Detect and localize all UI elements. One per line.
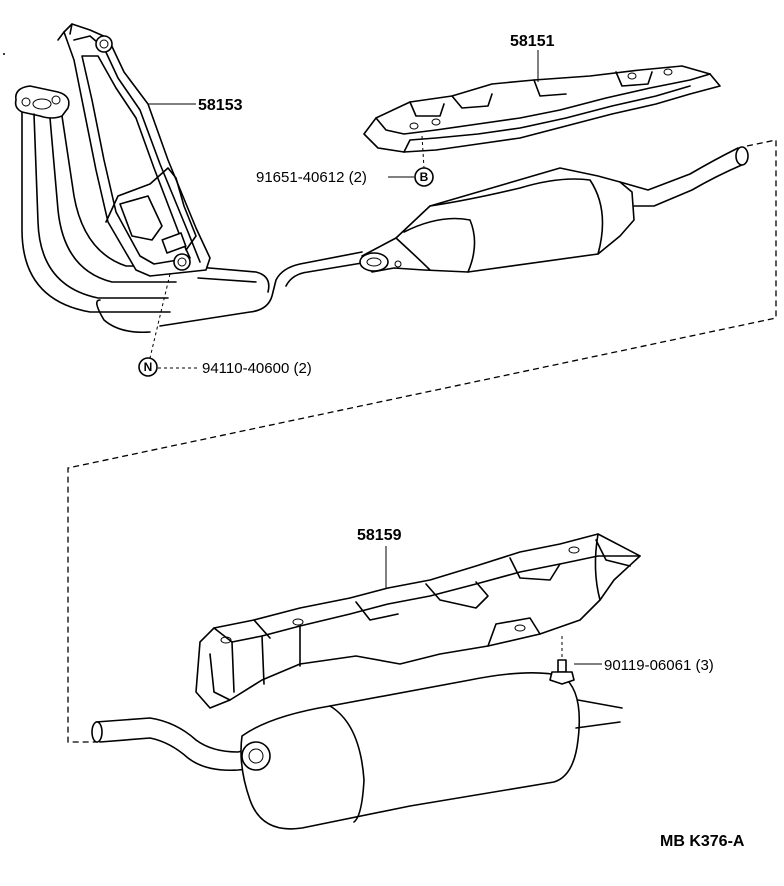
label-94110-40600: 94110-40600 (2)	[202, 360, 312, 377]
heat-insulator-58159	[195, 533, 641, 709]
callout-n-circle	[138, 357, 158, 377]
callout-b-label: B	[420, 170, 429, 184]
leader-nut-n	[149, 273, 171, 359]
main-muffler	[91, 672, 623, 830]
label-90119-06061: 90119-06061 (3)	[604, 657, 714, 674]
catalytic-converter	[359, 146, 749, 273]
callout-n-label: N	[144, 360, 153, 374]
stray-dot	[3, 53, 5, 55]
bolt-90119	[549, 636, 602, 685]
label-58159: 58159	[357, 527, 402, 544]
callout-b-circle	[414, 167, 434, 187]
label-91651-40612: 91651-40612 (2)	[256, 169, 367, 186]
label-58151: 58151	[510, 33, 555, 50]
figure-code: MB K376-A	[660, 833, 745, 850]
heat-insulator-58151	[363, 65, 721, 153]
leader-bolt-b	[421, 135, 425, 169]
heat-insulator-58153	[57, 23, 211, 277]
dashed-continuation-outline	[67, 139, 777, 743]
label-58153: 58153	[198, 97, 243, 114]
front-exhaust-pipe	[14, 85, 369, 334]
